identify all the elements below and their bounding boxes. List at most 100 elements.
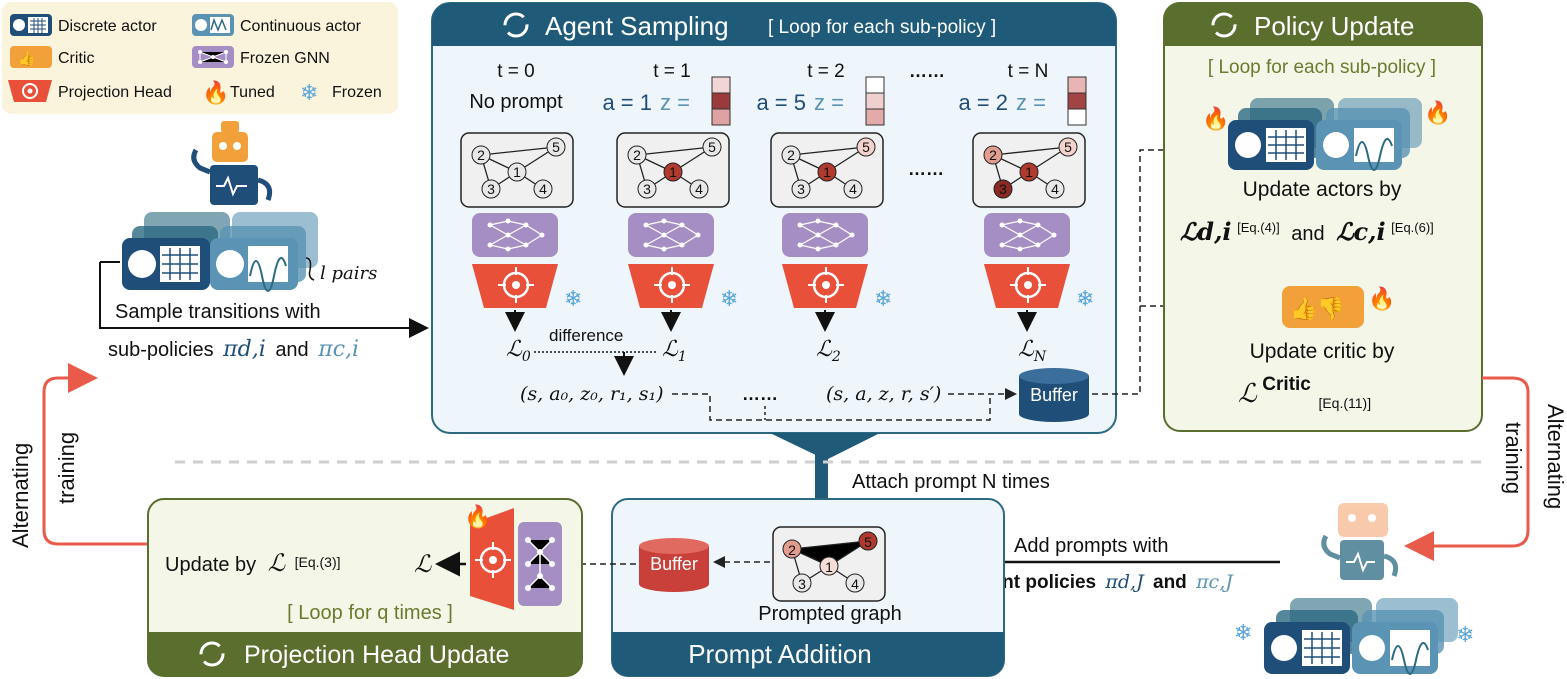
target-dot [668,281,676,289]
graph-node [546,137,566,157]
update-by-text: Update by ℒ [Eq.(3)] [165,549,341,577]
graph-node [1045,179,1065,199]
target-ticks [1010,267,1046,303]
frozen-snowflake-icon: ❄ [720,286,738,311]
gnn-body [628,213,714,257]
difference-label: difference [549,326,623,345]
svg-text:5: 5 [864,534,872,550]
step-z-label: z = [814,90,844,115]
step-time-label: t = N [1008,61,1049,82]
svg-text:4: 4 [851,576,859,592]
projection-head [782,264,868,308]
frozen-gnn-block [984,213,1070,257]
gnn-edge [835,234,853,246]
legend-gnn-label: Frozen GNN [240,50,330,67]
graph-node-label: 3 [999,181,1007,197]
gnn-node [523,222,529,228]
graph-node-label: 5 [552,139,560,155]
gnn-edge [681,234,699,246]
z-vector-cell [1067,108,1087,126]
critic-icon: 👍 [10,46,52,68]
frozen-snowflake-icon: ❄ [1076,286,1094,311]
gnn-edge [1019,244,1039,250]
left-actor-stack [122,212,318,292]
frozen-gnn-block [628,213,714,257]
legend-discrete-label: Discrete actor [58,18,157,35]
gnn-edge [799,220,819,226]
step-time-label: t = 1 [653,61,691,82]
step-action-label: a = 5 [756,90,806,115]
policy-cycle-icon [1211,12,1237,38]
gnn-node [815,232,821,238]
gnn-edge [663,224,683,236]
prompt-addition-title: Prompt Addition [688,639,872,669]
gnn-node [679,222,685,228]
gnn-edge [817,234,837,246]
gnn-edge [645,220,665,226]
add-prompts-line2: joint policies πd,J and πc,J [979,571,1234,593]
projection-cycle-icon [199,641,225,667]
gnn-edge [1019,220,1039,226]
gnn-edge [507,220,527,226]
gnn-node [679,242,685,248]
tuple-dashed-route [672,393,991,421]
graph-node [1019,162,1039,182]
target-dot [1024,281,1032,289]
gnn-node [505,246,511,252]
graph-node [702,137,722,157]
right-alternating-line1: Alternating [1543,404,1567,509]
gnn-edge [1001,224,1021,236]
l-pairs-label: l pairs [320,263,377,284]
graph-node [817,162,837,182]
gnn-edge [1001,220,1021,226]
gnn-node [487,242,493,248]
critic-fire-icon: 🔥 [1368,286,1395,311]
svg-text:3: 3 [798,576,806,592]
right-agent-snowflake-right: ❄ [1456,622,1474,647]
attach-down-arrow [800,433,843,548]
graph-node-label: 1 [823,164,831,180]
graph-node-label: 5 [1064,139,1072,155]
gnn-node [661,246,667,252]
gnn-edge [681,224,699,236]
sample-arrow [99,262,429,338]
z-vector-cell [711,92,731,110]
right-alternating-line2: training [1501,422,1526,494]
prompt-buffer: Buffer [639,538,709,592]
legend: Discrete actor Continuous actor 👍 Critic… [2,2,398,114]
gnn-node [505,232,511,238]
z-vector-cell [1067,76,1087,94]
gnn-edge [489,244,509,250]
left-alternating-arrow [42,363,150,546]
projection-head-update-panel: Projection Head Update [147,498,583,677]
tuple-first: (s, a₀, z₀, r₁, s₁) [520,383,664,405]
target-ticks [654,267,690,303]
gnn-node [1017,232,1023,238]
right-agent-snowflake-left: ❄ [1234,620,1252,645]
gnn-node [661,218,667,224]
gnn-edge [489,220,509,226]
gnn-edge [1001,244,1021,250]
graph-node-label: 3 [643,181,651,197]
z-vector-cell [865,108,885,126]
right-robot-agent [1321,503,1399,580]
target-dot [512,281,520,289]
graph-node-label: 4 [849,181,857,197]
head-fire-icon: 🔥 [464,504,491,529]
graph-node-label: 2 [787,147,795,163]
gnn-edge [817,220,837,226]
graph-node-label: 3 [487,181,495,197]
graph-node [1058,137,1078,157]
gnn-body [782,213,868,257]
z-vector-cell [1067,92,1087,110]
graph-node [627,145,647,165]
sampling-buffer: Buffer [1019,368,1089,422]
graph-ellipsis: …… [908,159,944,179]
sample-line2: sub-policies πd,i and πc,i [108,337,359,362]
add-prompts-line1: Add prompts with [1014,535,1169,557]
graph-edge [636,146,713,156]
gnn-node [999,222,1005,228]
